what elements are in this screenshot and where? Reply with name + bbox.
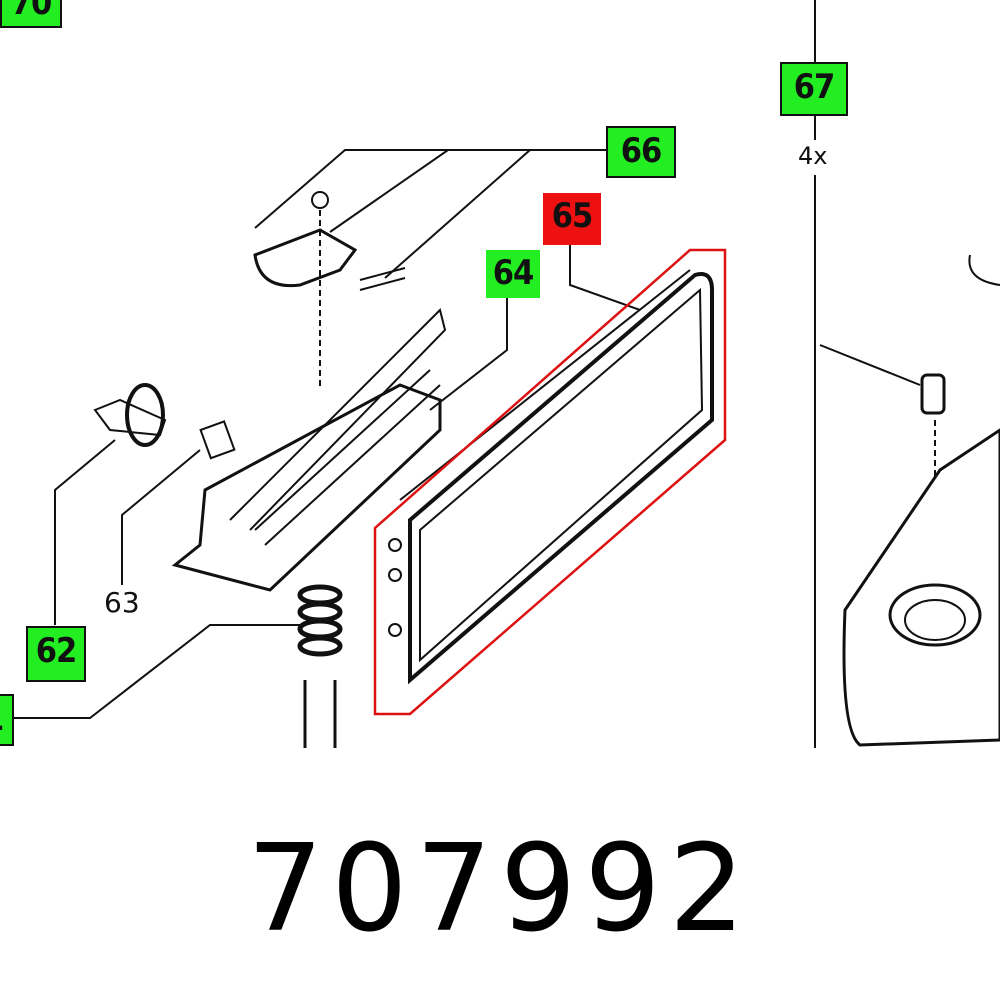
callout-65[interactable]: 65 (543, 193, 601, 245)
rail-part (171, 383, 442, 592)
leader-64 (429, 298, 508, 411)
exploded-parts-drawing (12, 0, 1000, 748)
part-number: 707992 (246, 820, 754, 959)
leader-62 (54, 439, 116, 625)
leader-63 (121, 449, 201, 585)
leader-65 (569, 245, 641, 311)
cover-part-65 (408, 272, 714, 685)
callout-62[interactable]: 62 (26, 626, 86, 682)
bracket-part (253, 228, 358, 288)
callout-66[interactable]: 66 (606, 126, 676, 178)
callout-64[interactable]: 64 (486, 250, 540, 298)
quantity-label-67: 4x (798, 142, 828, 170)
leader-61 (12, 624, 300, 719)
callout-61[interactable]: 61 (0, 694, 14, 746)
callout-63[interactable]: 63 (104, 586, 140, 619)
base-part (842, 428, 1000, 747)
leader-screw (819, 344, 921, 386)
spring-part (297, 584, 343, 657)
callout-67[interactable]: 67 (780, 62, 848, 116)
callout-70[interactable]: 70 (0, 0, 62, 28)
highlight-outline-65 (373, 248, 727, 716)
leader-66 (254, 149, 606, 279)
